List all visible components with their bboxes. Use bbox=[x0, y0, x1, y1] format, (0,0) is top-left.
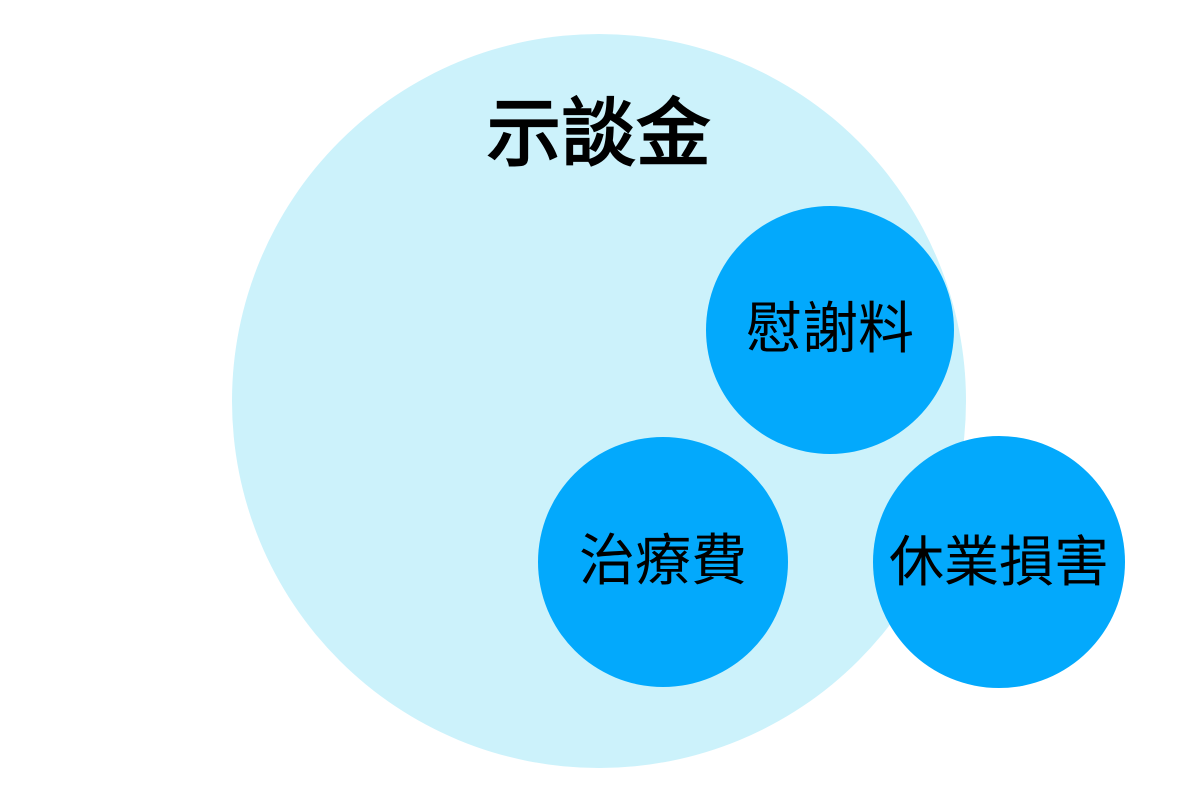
inner-circle-label-consolation-money: 慰謝料 bbox=[746, 297, 914, 363]
outer-circle-settlement-money: 示談金 慰謝料 治療費 休業損害 bbox=[232, 34, 1125, 768]
outer-circle-title: 示談金 bbox=[486, 91, 712, 177]
inner-circle-lost-income: 休業損害 bbox=[873, 436, 1125, 688]
inner-circle-label-lost-income: 休業損害 bbox=[888, 529, 1109, 594]
inner-circle-treatment-cost: 治療費 bbox=[538, 437, 788, 687]
inner-circle-label-treatment-cost: 治療費 bbox=[579, 529, 747, 595]
inner-circle-consolation-money: 慰謝料 bbox=[706, 206, 954, 454]
